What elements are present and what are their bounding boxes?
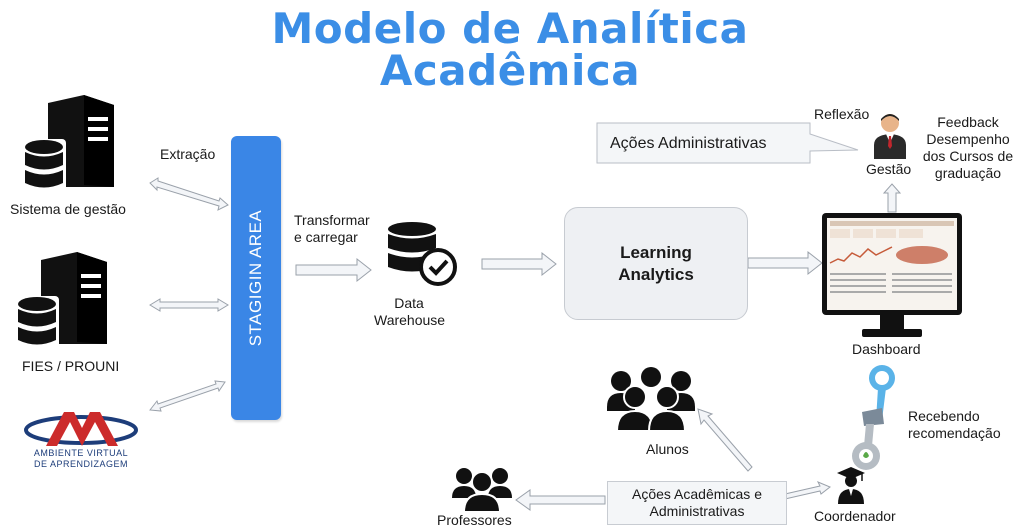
warehouse-line-2: Warehouse: [374, 312, 446, 328]
ava-logo-mark: [24, 412, 138, 446]
title-line-2: Acadêmica: [379, 46, 641, 95]
feedback-line-2: Desempenho: [926, 131, 1010, 147]
coordenador-label: Coordenador: [814, 508, 896, 524]
database-check-icon: [388, 222, 457, 286]
arrow-dashboard-to-gestao: [882, 183, 902, 213]
academic-actions-line-1: Ações Acadêmicas e: [632, 486, 762, 502]
fies-label: FIES / PROUNI: [22, 358, 120, 374]
recommendation-line-1: Recebendo: [908, 408, 980, 424]
server-icon: [22, 95, 114, 197]
transform-line-1: Transformar: [294, 212, 370, 228]
feedback-line-3: dos Cursos de: [922, 148, 1014, 164]
dashboard-label: Dashboard: [852, 341, 921, 357]
diagram-title: Modelo de Analítica Acadêmica: [0, 8, 1020, 92]
graduate-coordinator-icon: [837, 467, 865, 504]
double-arrow-sistema: [149, 177, 229, 211]
extracao-label: Extração: [160, 146, 216, 162]
arrow-coordenador-to-actions: [784, 481, 831, 500]
staging-area-label: STAGIGIN AREA: [246, 209, 265, 347]
arrow-actions-to-professores: [515, 489, 606, 511]
gestao-label: Gestão: [866, 161, 912, 177]
academic-actions-line-2: Administrativas: [649, 503, 745, 519]
feedback-line-4: graduação: [934, 165, 1002, 181]
recommendation-label: Recebendo recomendação: [908, 408, 1001, 442]
ava-caption: AMBIENTE VIRTUAL DE APRENDIZAGEM: [24, 448, 138, 470]
recommendation-line-2: recomendação: [908, 425, 1001, 441]
title-line-1: Modelo de Analítica: [271, 4, 749, 53]
recommendation-key-icon: [852, 365, 895, 470]
professors-group-icon: [452, 468, 512, 512]
ava-logo: AMBIENTE VIRTUAL DE APRENDIZAGEM: [24, 408, 138, 476]
reflexao-label: Reflexão: [814, 106, 870, 122]
double-arrow-fies: [149, 298, 229, 312]
learning-analytics-line-1: Learning: [620, 242, 692, 262]
double-arrow-ava: [149, 380, 226, 412]
feedback-line-1: Feedback: [937, 114, 999, 130]
ava-caption-line-1: AMBIENTE VIRTUAL: [33, 448, 129, 458]
dashboard-monitor-icon: [822, 213, 962, 337]
transform-label: Transformar e carregar: [294, 212, 370, 246]
arrow-staging-to-warehouse: [295, 257, 372, 283]
academic-actions-box: Ações Acadêmicas e Administrativas: [607, 481, 787, 525]
manager-icon: [874, 114, 906, 159]
arrow-warehouse-to-analytics: [481, 251, 557, 277]
warehouse-label: Data Warehouse: [374, 295, 446, 329]
academic-actions-text: Ações Acadêmicas e Administrativas: [608, 486, 786, 520]
learning-analytics-line-2: Analytics: [618, 264, 694, 284]
warehouse-line-1: Data: [394, 295, 424, 311]
learning-analytics-box: Learning Analytics: [564, 207, 748, 320]
admin-actions-label: Ações Administrativas: [610, 135, 767, 152]
arrow-coordenador-to-alunos: [697, 408, 753, 472]
sistema-label: Sistema de gestão: [10, 201, 126, 217]
ava-caption-line-2: DE APRENDIZAGEM: [33, 459, 128, 469]
students-group-icon: [607, 367, 695, 431]
transform-line-2: e carregar: [294, 229, 358, 245]
staging-area: STAGIGIN AREA: [231, 136, 281, 420]
server-icon: [15, 252, 107, 354]
gestao-feedback: Feedback Desempenho dos Cursos de gradua…: [918, 114, 1018, 182]
professores-label: Professores: [437, 512, 512, 528]
arrow-analytics-to-dashboard: [747, 250, 823, 276]
alunos-label: Alunos: [646, 441, 689, 457]
admin-callout-shape: [596, 122, 859, 164]
